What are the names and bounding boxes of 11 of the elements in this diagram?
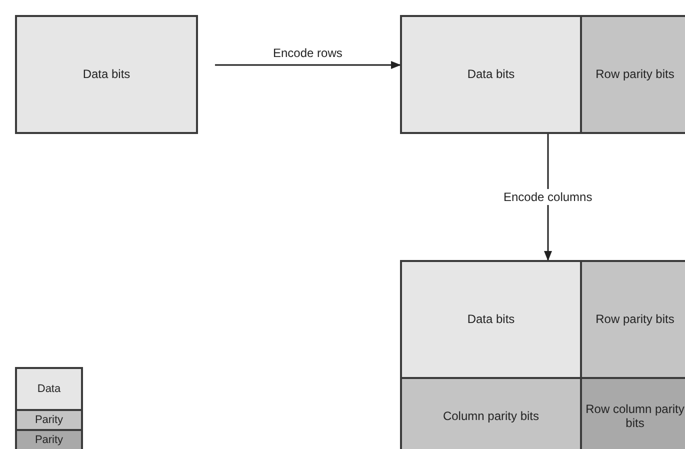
bit-block: Column parity bits — [400, 377, 582, 449]
bit-block: Data bits — [400, 260, 582, 379]
bit-block: Row parity bits — [580, 15, 685, 134]
bit-block: Data bits — [15, 15, 198, 134]
bit-block: Row parity bits — [580, 260, 685, 379]
bit-block: Data bits — [400, 15, 582, 134]
bit-block: Data — [15, 367, 83, 411]
bit-block: Parity — [15, 429, 83, 449]
bit-block: Row column parity bits — [580, 377, 685, 449]
bit-block: Parity — [15, 409, 83, 431]
arrow — [215, 61, 401, 69]
